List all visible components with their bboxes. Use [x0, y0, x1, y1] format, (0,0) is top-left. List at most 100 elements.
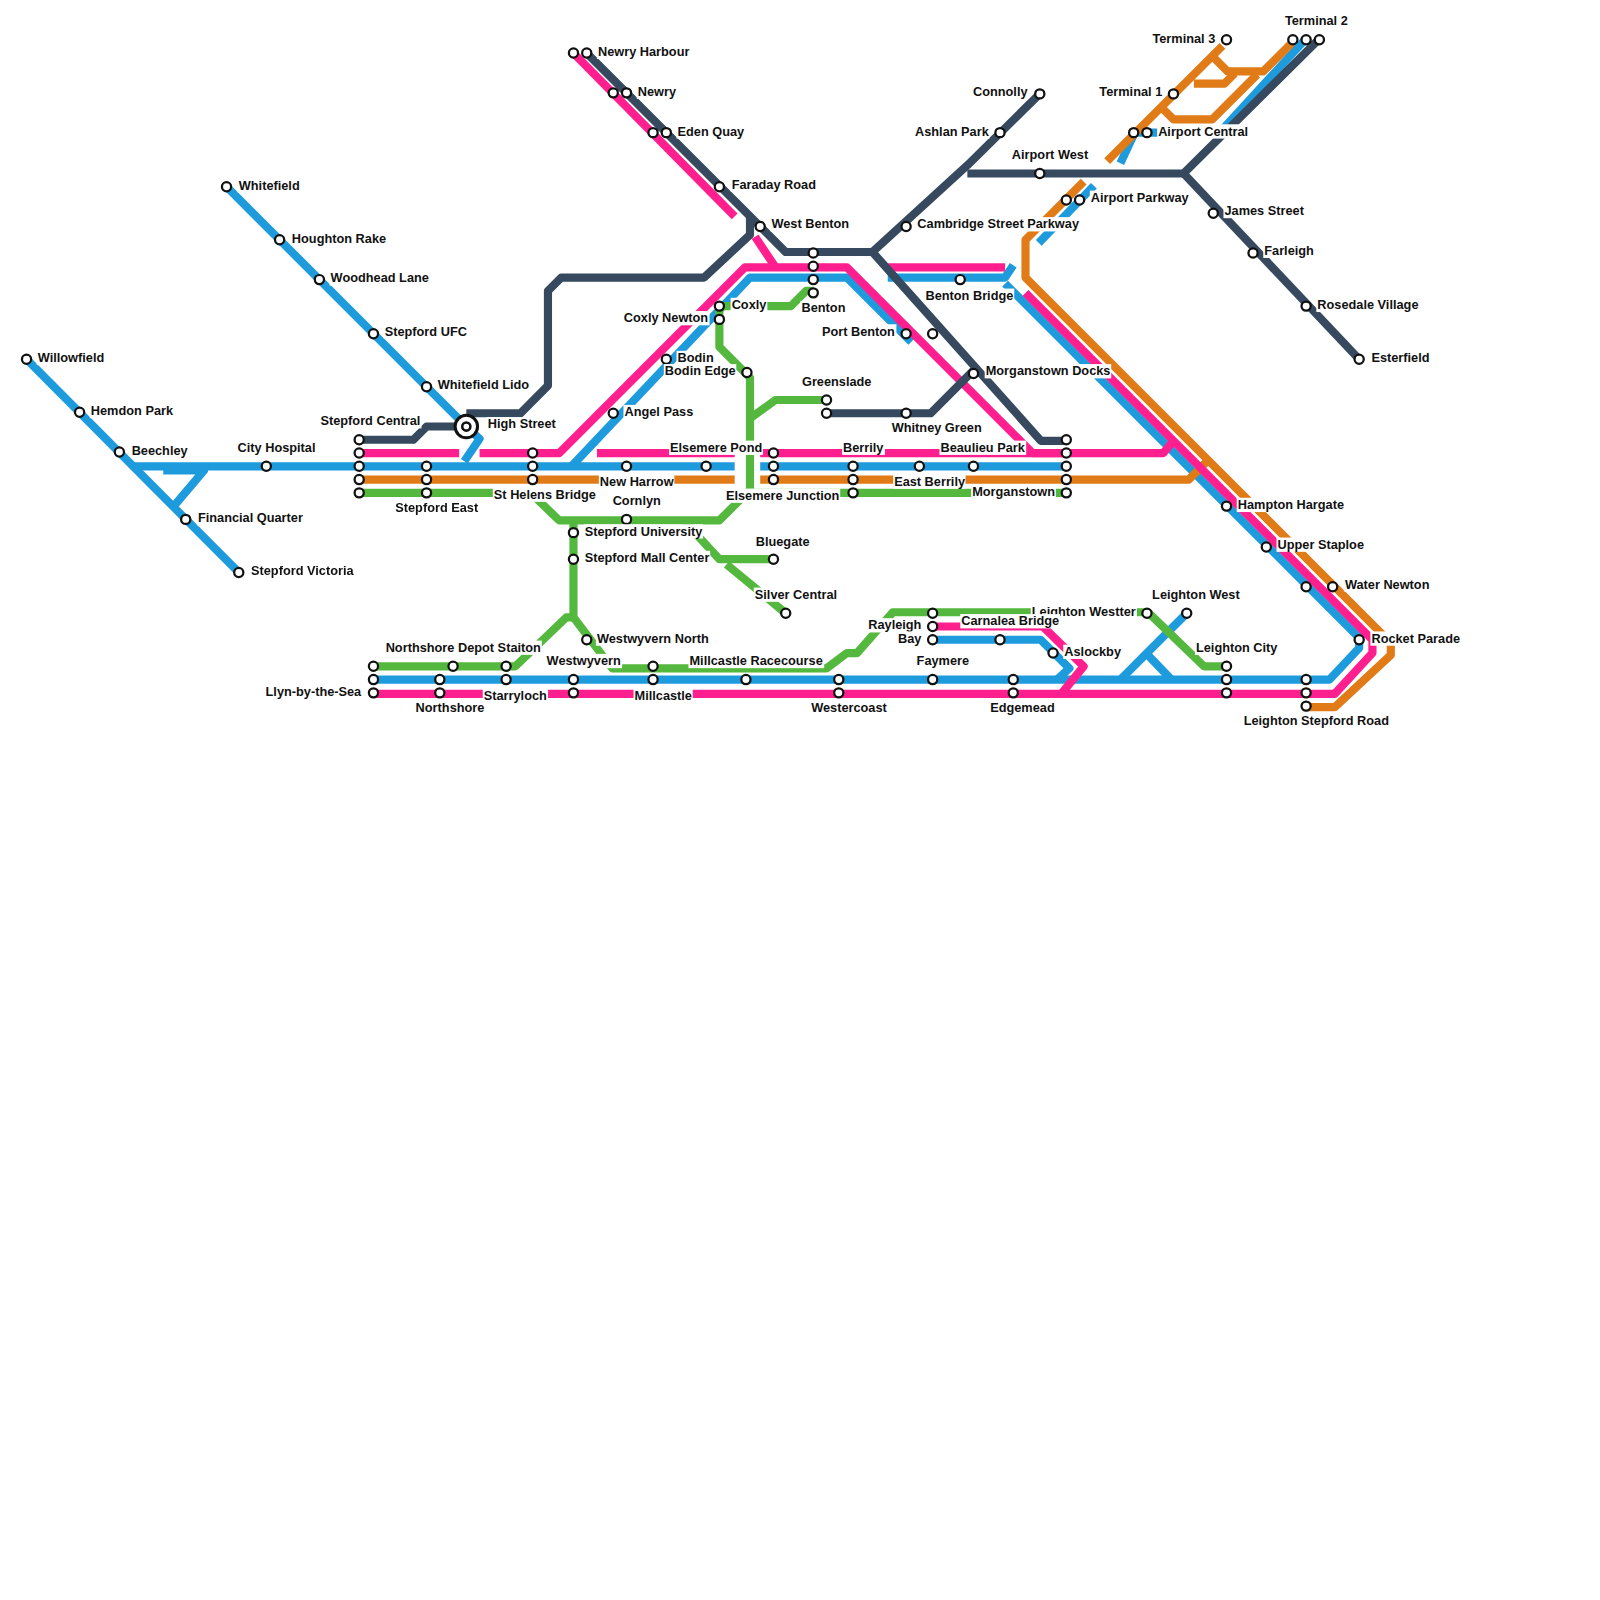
- station-label: Eden Quay: [677, 124, 746, 139]
- station-dot: [702, 462, 711, 471]
- station-label: Terminal 1: [1098, 85, 1163, 100]
- station-dot: [741, 675, 750, 684]
- station-dot: [502, 675, 511, 684]
- station-dot: [422, 475, 431, 484]
- station-dot: [969, 369, 978, 378]
- station-dot: [181, 515, 190, 524]
- station-dot: [928, 609, 937, 618]
- station-label: Aslockby: [1063, 645, 1122, 660]
- station-label: Port Benton: [821, 324, 896, 339]
- station-label: Whitefield Lido: [437, 377, 530, 392]
- station-dot: [834, 675, 843, 684]
- station-label: Morganstown Docks: [985, 364, 1112, 379]
- station-label: Whitney Green: [891, 421, 983, 436]
- station-dot: [1302, 675, 1311, 684]
- station-label: Bluegate: [755, 534, 811, 549]
- station-dot: [769, 475, 778, 484]
- station-dot: [1182, 609, 1191, 618]
- station-dot: [234, 568, 243, 577]
- station-dot: [1209, 209, 1218, 218]
- station-label: Westwyvern: [546, 654, 622, 669]
- station-dot: [1222, 688, 1231, 697]
- station-dot: [1302, 702, 1311, 711]
- station-dot: [622, 462, 631, 471]
- station-label: Northshore Depot Staiton: [385, 641, 542, 656]
- station-dot: [1315, 35, 1324, 44]
- station-dot: [435, 675, 444, 684]
- station-dot: [1222, 675, 1231, 684]
- station-dot: [315, 275, 324, 284]
- station-label: City Hospital: [237, 441, 317, 456]
- station-dot: [1009, 688, 1018, 697]
- station-dot: [1062, 488, 1071, 497]
- station-dot: [609, 409, 618, 418]
- station-dot: [369, 675, 378, 684]
- station-label: Farleigh: [1263, 244, 1315, 259]
- station-dot: [1062, 475, 1071, 484]
- station-dot: [848, 488, 857, 497]
- station-dot: [928, 635, 937, 644]
- station-label: Coxly: [731, 298, 768, 313]
- station-label: Connolly: [972, 85, 1029, 100]
- station-dot: [809, 275, 818, 284]
- station-dot: [355, 488, 364, 497]
- station-dot: [355, 435, 364, 444]
- station-dot: [1009, 675, 1018, 684]
- station-dot: [822, 395, 831, 404]
- station-dot: [1129, 128, 1138, 137]
- station-label: Stepford Victoria: [250, 564, 355, 579]
- station-label: Newry Harbour: [597, 45, 690, 60]
- station-label: New Harrow: [599, 474, 675, 489]
- station-dot: [928, 675, 937, 684]
- station-dot: [1048, 648, 1057, 657]
- station-label: Newry: [637, 85, 677, 100]
- station-dot: [1035, 169, 1044, 178]
- station-label: Leighton City: [1195, 641, 1279, 656]
- station-label: Stepford University: [584, 524, 704, 539]
- station-dot: [1062, 195, 1071, 204]
- station-dot: [781, 609, 790, 618]
- slate-line: [359, 40, 1359, 441]
- station-dot: [1062, 435, 1071, 444]
- green-line: [359, 291, 1226, 669]
- station-dot: [222, 182, 231, 191]
- station-dot: [809, 288, 818, 297]
- station-dot: [902, 222, 911, 231]
- station-dot: [769, 448, 778, 457]
- station-dot: [715, 315, 724, 324]
- station-dot: [115, 447, 124, 456]
- station-dot: [528, 475, 537, 484]
- station-label: Airport West: [1011, 148, 1089, 163]
- station-dot: [995, 128, 1004, 137]
- station-label: Berrily: [842, 441, 884, 456]
- station-dot: [648, 662, 657, 671]
- station-label: Carnalea Bridge: [960, 614, 1060, 629]
- station-dot: [369, 329, 378, 338]
- station-dot: [1169, 89, 1178, 98]
- station-dot: [355, 462, 364, 471]
- station-label: Hampton Hargate: [1237, 498, 1345, 513]
- station-label: Northshore: [415, 701, 486, 716]
- station-label: Elsemere Pond: [669, 441, 763, 456]
- station-dot: [834, 688, 843, 697]
- station-label: Houghton Rake: [291, 231, 387, 246]
- station-dot: [262, 462, 271, 471]
- station-dot: [622, 88, 631, 97]
- station-dot: [848, 462, 857, 471]
- station-label: Benton: [800, 301, 846, 316]
- station-dot: [769, 555, 778, 564]
- station-label: Terminal 2: [1284, 14, 1349, 29]
- station-label: Willowfield: [37, 351, 106, 366]
- station-dot: [1302, 582, 1311, 591]
- station-label: Airport Central: [1157, 124, 1249, 139]
- station-dot: [569, 688, 578, 697]
- station-dot: [422, 462, 431, 471]
- station-dot: [422, 382, 431, 391]
- station-markers: [22, 35, 1364, 711]
- station-dot: [769, 462, 778, 471]
- station-label: Stepford Mall Center: [584, 551, 711, 566]
- station-dot: [582, 635, 591, 644]
- station-dot: [528, 462, 537, 471]
- station-dot: [422, 488, 431, 497]
